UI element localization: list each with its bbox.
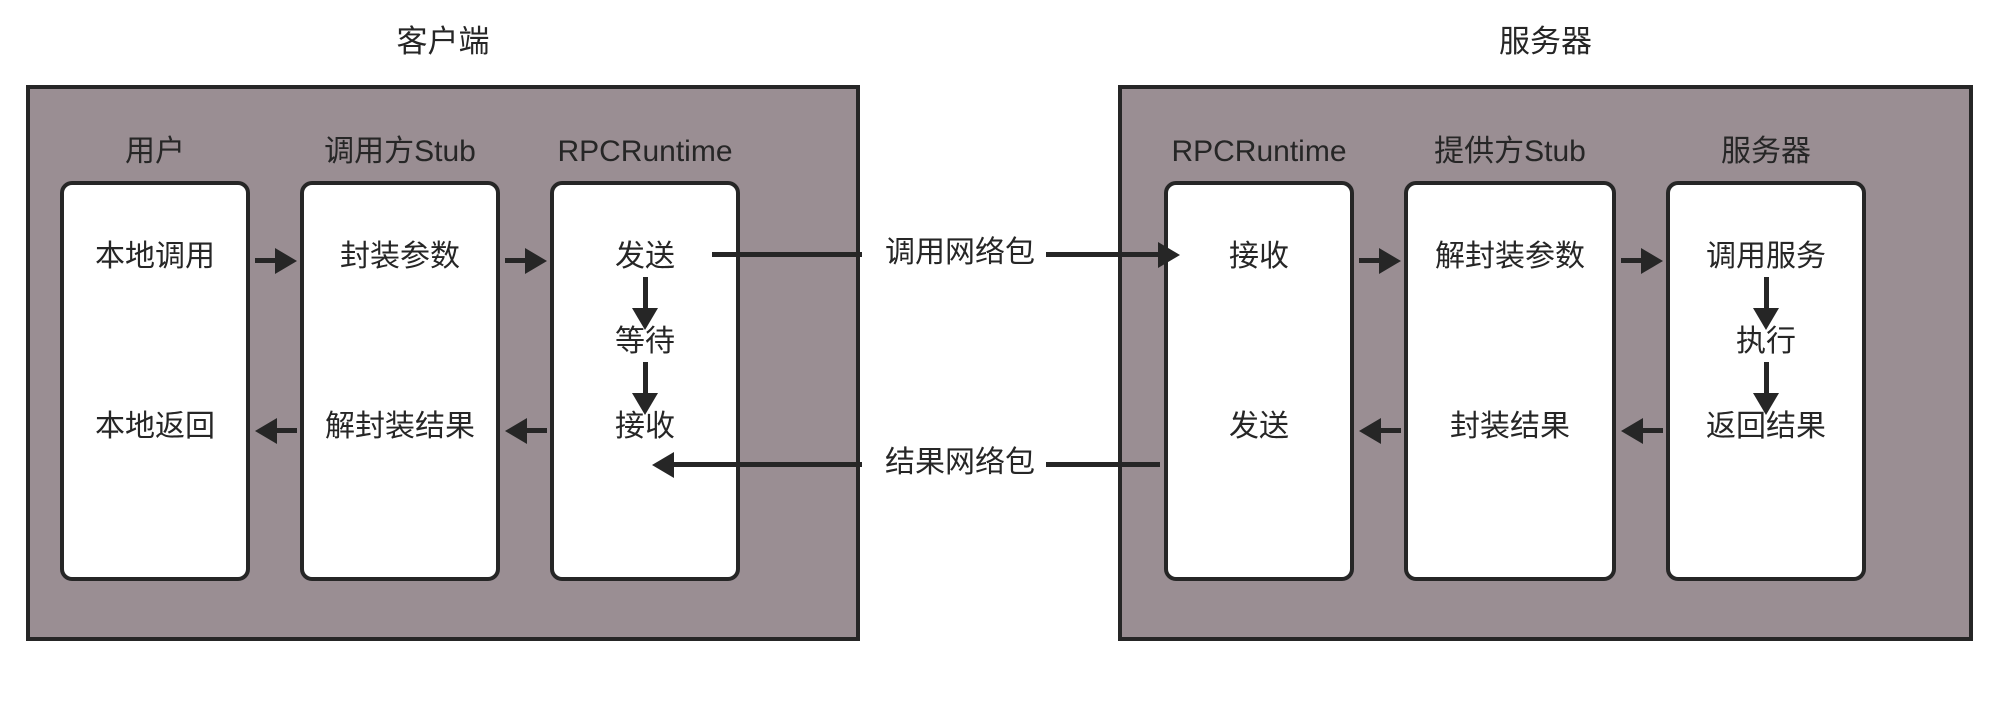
client-runtime-receive: 接收 bbox=[615, 410, 675, 443]
client-runtime-wait: 等待 bbox=[615, 325, 675, 358]
arrow-network-response bbox=[672, 462, 862, 467]
network-response-label: 结果网络包 bbox=[862, 448, 1058, 478]
client-lane-rpcruntime: RPCRuntime 发送 等待 接收 bbox=[550, 89, 740, 637]
arrow-client-stub-to-user bbox=[275, 428, 297, 433]
server-lane-service: 服务器 调用服务 执行 返回结果 bbox=[1666, 89, 1866, 637]
server-stub-unpack-params: 解封装参数 bbox=[1435, 240, 1585, 273]
server-card-service[interactable]: 调用服务 执行 返回结果 bbox=[1666, 181, 1866, 581]
server-runtime-send: 发送 bbox=[1229, 410, 1289, 443]
network-response-line-right bbox=[1046, 462, 1160, 467]
arrow-client-runtime-to-stub bbox=[525, 428, 547, 433]
client-lane-user: 用户 本地调用 本地返回 bbox=[60, 89, 250, 637]
arrow-client-send-to-wait bbox=[642, 277, 648, 312]
client-lane-user-label: 用户 bbox=[125, 135, 185, 168]
client-panel: 用户 本地调用 本地返回 调用方Stub 封装参数 解封装结果 RPCRunti… bbox=[26, 85, 860, 641]
server-stub-pack-result: 封装结果 bbox=[1450, 410, 1570, 443]
arrow-network-request bbox=[1046, 252, 1160, 257]
arrow-server-runtime-to-stub bbox=[1359, 258, 1381, 263]
client-lane-caller-stub: 调用方Stub 封装参数 解封装结果 bbox=[300, 89, 500, 637]
server-service-execute: 执行 bbox=[1736, 325, 1796, 358]
client-runtime-send: 发送 bbox=[615, 240, 675, 273]
client-stub-unpack-result: 解封装结果 bbox=[325, 410, 475, 443]
client-user-local-call: 本地调用 bbox=[95, 240, 215, 273]
network-request-label: 调用网络包 bbox=[862, 238, 1058, 268]
client-lane-caller-stub-label: 调用方Stub bbox=[324, 135, 476, 168]
client-card-user[interactable]: 本地调用 本地返回 bbox=[60, 181, 250, 581]
server-card-provider-stub[interactable]: 解封装参数 封装结果 bbox=[1404, 181, 1616, 581]
server-runtime-receive: 接收 bbox=[1229, 240, 1289, 273]
client-card-caller-stub[interactable]: 封装参数 解封装结果 bbox=[300, 181, 500, 581]
arrow-server-service-to-stub bbox=[1641, 428, 1663, 433]
client-card-rpcruntime[interactable]: 发送 等待 接收 bbox=[550, 181, 740, 581]
arrow-server-stub-to-service bbox=[1621, 258, 1643, 263]
server-card-rpcruntime[interactable]: 接收 发送 bbox=[1164, 181, 1354, 581]
server-lane-provider-stub-label: 提供方Stub bbox=[1434, 135, 1586, 168]
server-lane-rpcruntime-label: RPCRuntime bbox=[1171, 135, 1347, 168]
client-lane-rpcruntime-label: RPCRuntime bbox=[557, 135, 733, 168]
network-request-line-left bbox=[712, 252, 862, 257]
server-lane-provider-stub: 提供方Stub 解封装参数 封装结果 bbox=[1404, 89, 1616, 637]
arrow-client-stub-to-runtime bbox=[505, 258, 527, 263]
server-lane-rpcruntime: RPCRuntime 接收 发送 bbox=[1164, 89, 1354, 637]
client-stub-pack-params: 封装参数 bbox=[340, 240, 460, 273]
client-panel-title: 客户端 bbox=[396, 24, 490, 59]
arrow-server-stub-to-runtime bbox=[1379, 428, 1401, 433]
arrow-server-execute-to-return bbox=[1763, 362, 1769, 397]
arrow-client-user-to-stub bbox=[255, 258, 277, 263]
server-service-return-result: 返回结果 bbox=[1706, 410, 1826, 443]
server-service-invoke: 调用服务 bbox=[1706, 240, 1826, 273]
server-lane-service-label: 服务器 bbox=[1721, 135, 1811, 168]
server-panel: RPCRuntime 接收 发送 提供方Stub 解封装参数 封装结果 服务器 … bbox=[1118, 85, 1973, 641]
arrow-client-wait-to-receive bbox=[642, 362, 648, 397]
arrow-server-invoke-to-execute bbox=[1763, 277, 1769, 312]
server-panel-title: 服务器 bbox=[1499, 24, 1592, 59]
client-user-local-return: 本地返回 bbox=[95, 410, 215, 443]
